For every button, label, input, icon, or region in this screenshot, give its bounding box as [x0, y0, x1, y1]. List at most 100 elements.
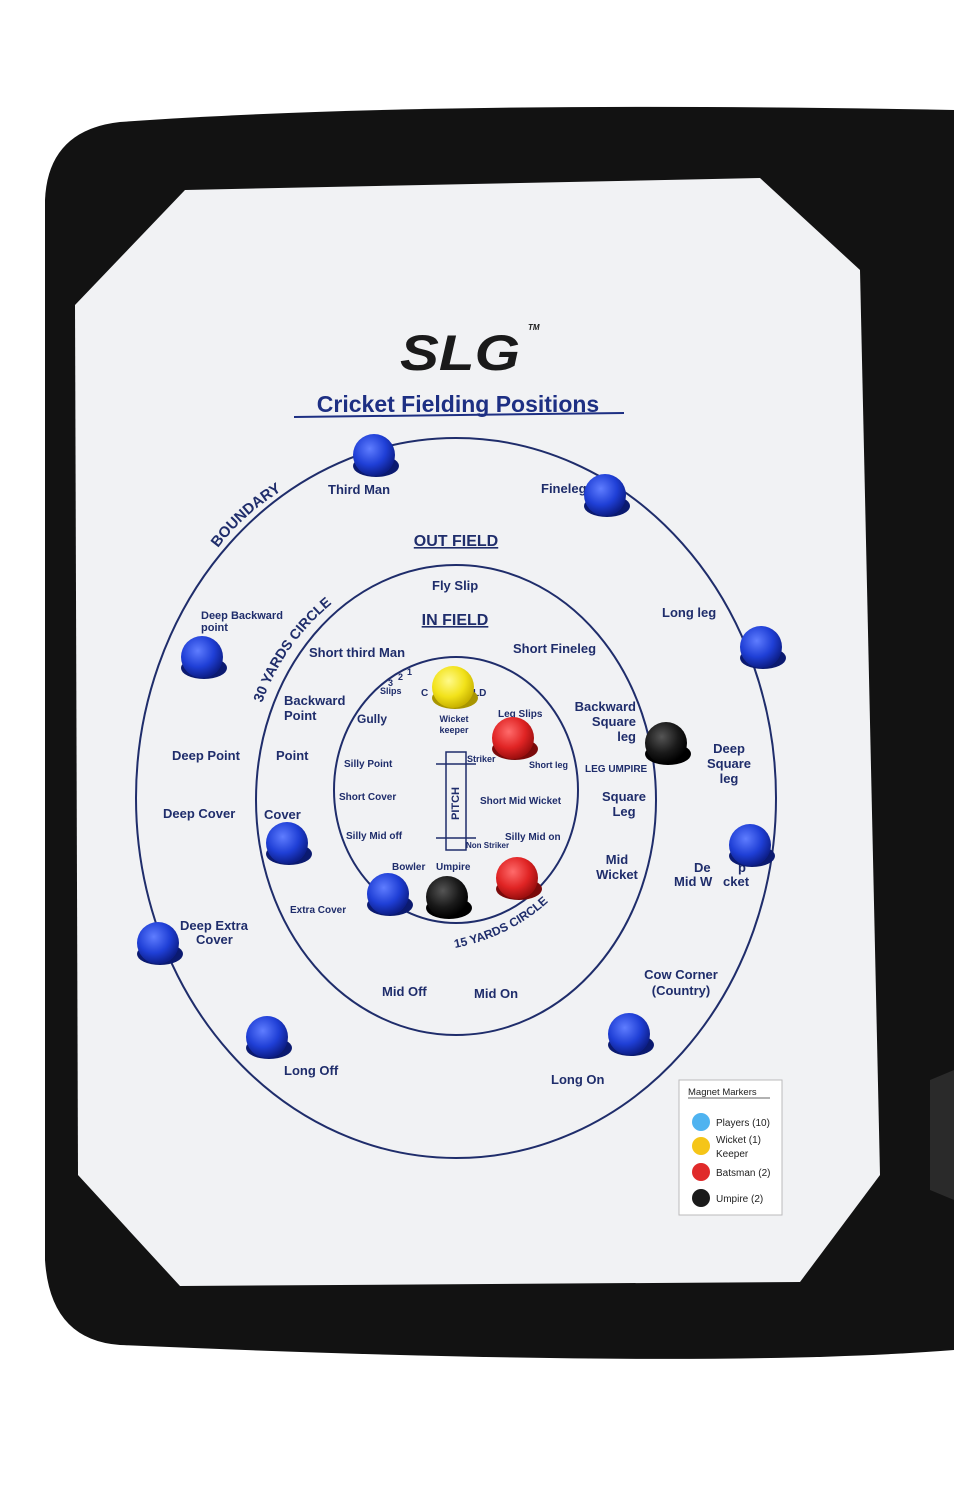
label-silly-point: Silly Point: [344, 759, 393, 770]
board-title: Cricket Fielding Positions: [317, 391, 599, 417]
blue-magnet-icon[interactable]: [137, 922, 183, 965]
boundary-ring: [135, 437, 777, 1159]
yellow-magnet-icon[interactable]: [432, 666, 478, 709]
blue-magnet-icon[interactable]: [608, 1013, 654, 1056]
label-short-cover: Short Cover: [339, 792, 396, 803]
pitch-label: PITCH: [450, 787, 462, 820]
label-bowler: Bowler: [392, 862, 425, 873]
label-umpire: Umpire: [436, 862, 471, 873]
folder-zipper-edge: [930, 1070, 954, 1200]
title-underline: [293, 412, 625, 418]
label-short-leg: Short leg: [529, 760, 568, 770]
label-mid-wicket-1: Mid: [606, 852, 628, 867]
label-ld-partial: LD: [473, 688, 486, 699]
label-silly-mid-on: Silly Mid on: [505, 832, 561, 843]
thirty-yard-ring: [255, 564, 657, 1036]
blue-magnet-icon[interactable]: [353, 434, 399, 477]
label-slip-2: 2: [398, 672, 403, 682]
slg-logo: SLG: [400, 325, 520, 381]
label-deep-square-leg-2: Square: [707, 756, 751, 771]
blue-magnet-icon[interactable]: [266, 822, 312, 865]
label-deep-square-leg-1: Deep: [713, 741, 745, 756]
label-non-striker: Non Striker: [466, 841, 509, 850]
label-wicket-keeper-1: Wicket: [440, 714, 469, 724]
legend-swatch-players: [692, 1113, 710, 1131]
label-deep-mid-wicket-1: De: [694, 860, 711, 875]
label-deep-cover: Deep Cover: [163, 806, 235, 821]
label-point: Point: [276, 748, 309, 763]
label-fly-slip: Fly Slip: [432, 578, 478, 593]
label-deep-extra-cover-1: Deep Extra: [180, 918, 249, 933]
red-magnet-icon[interactable]: [496, 857, 542, 900]
label-third-man: Third Man: [328, 482, 390, 497]
label-square-leg-2: Leg: [612, 804, 635, 819]
label-c-partial: C: [421, 688, 428, 699]
magnet-markers[interactable]: [137, 434, 786, 1059]
fifteen-yard-ring: [333, 656, 579, 924]
label-short-mid-wicket: Short Mid Wicket: [480, 796, 562, 807]
label-deep-mid-wicket-1b: p: [738, 860, 746, 875]
label-deep-extra-cover-2: Cover: [196, 932, 233, 947]
blue-magnet-icon[interactable]: [367, 873, 413, 916]
label-slips: Slips: [380, 686, 402, 696]
legend-label-umpire: Umpire (2): [716, 1194, 763, 1205]
label-backward-point-2: Point: [284, 708, 317, 723]
blue-magnet-icon[interactable]: [740, 626, 786, 669]
label-slip-3: 3: [388, 678, 393, 688]
label-deep-square-leg-3: leg: [720, 771, 739, 786]
legend-sub-keeper: Keeper: [716, 1149, 749, 1160]
legend-swatch-keeper: [692, 1137, 710, 1155]
label-leg-slips: Leg Slips: [498, 709, 543, 720]
position-labels: Third Man Fineleg Long leg Deep Backward…: [163, 481, 751, 1087]
label-striker: Striker: [467, 754, 496, 764]
label-deep-backward-point-1: Deep Backward: [201, 610, 283, 622]
legend-label-keeper: Wicket (1): [716, 1135, 761, 1146]
fielding-board: [75, 178, 880, 1286]
label-mid-on: Mid On: [474, 986, 518, 1001]
label-backward-square-leg-1: Backward: [575, 699, 636, 714]
label-fine-leg: Fineleg: [541, 481, 587, 496]
black-magnet-icon[interactable]: [426, 876, 472, 919]
label-long-on: Long On: [551, 1072, 604, 1087]
red-magnet-icon[interactable]: [492, 717, 538, 760]
black-magnet-icon[interactable]: [645, 722, 691, 765]
legend-swatch-batsman: [692, 1163, 710, 1181]
label-cow-corner-2: (Country): [652, 983, 711, 998]
trademark-mark: TM: [528, 323, 540, 332]
label-backward-square-leg-3: leg: [617, 729, 636, 744]
label-deep-mid-wicket-2b: cket: [723, 874, 750, 889]
blue-magnet-icon[interactable]: [181, 636, 227, 679]
label-wicket-keeper-2: keeper: [439, 725, 469, 735]
label-leg-umpire: LEG UMPIRE: [585, 764, 648, 775]
label-gully: Gully: [357, 712, 387, 726]
label-silly-mid-off: Silly Mid off: [346, 831, 403, 842]
in-field-label: IN FIELD: [422, 612, 489, 629]
label-deep-point: Deep Point: [172, 748, 241, 763]
legend-title: Magnet Markers: [688, 1087, 757, 1098]
label-deep-backward-point-2: point: [201, 622, 228, 634]
label-mid-off: Mid Off: [382, 984, 427, 999]
label-short-fine-leg: Short Fineleg: [513, 641, 596, 656]
label-slip-1: 1: [407, 667, 412, 677]
label-mid-wicket-2: Wicket: [596, 867, 638, 882]
label-extra-cover: Extra Cover: [290, 905, 346, 916]
blue-magnet-icon[interactable]: [584, 474, 630, 517]
blue-magnet-icon[interactable]: [729, 824, 775, 867]
out-field-label: OUT FIELD: [414, 533, 498, 550]
label-short-third-man: Short third Man: [309, 645, 405, 660]
legend-label-batsman: Batsman (2): [716, 1168, 770, 1179]
label-long-off: Long Off: [284, 1063, 339, 1078]
label-backward-point-1: Backward: [284, 693, 345, 708]
blue-magnet-icon[interactable]: [246, 1016, 292, 1059]
magnet-legend: Magnet Markers Players (10) Wicket (1) K…: [678, 1079, 783, 1216]
legend-label-players: Players (10): [716, 1118, 770, 1129]
label-square-leg-1: Square: [602, 789, 646, 804]
label-cow-corner-1: Cow Corner: [644, 967, 718, 982]
label-backward-square-leg-2: Square: [592, 714, 636, 729]
label-long-leg: Long leg: [662, 605, 716, 620]
legend-swatch-umpire: [692, 1189, 710, 1207]
pitch-strip: [445, 751, 467, 851]
label-cover: Cover: [264, 807, 301, 822]
label-deep-mid-wicket-2: Mid W: [674, 874, 713, 889]
